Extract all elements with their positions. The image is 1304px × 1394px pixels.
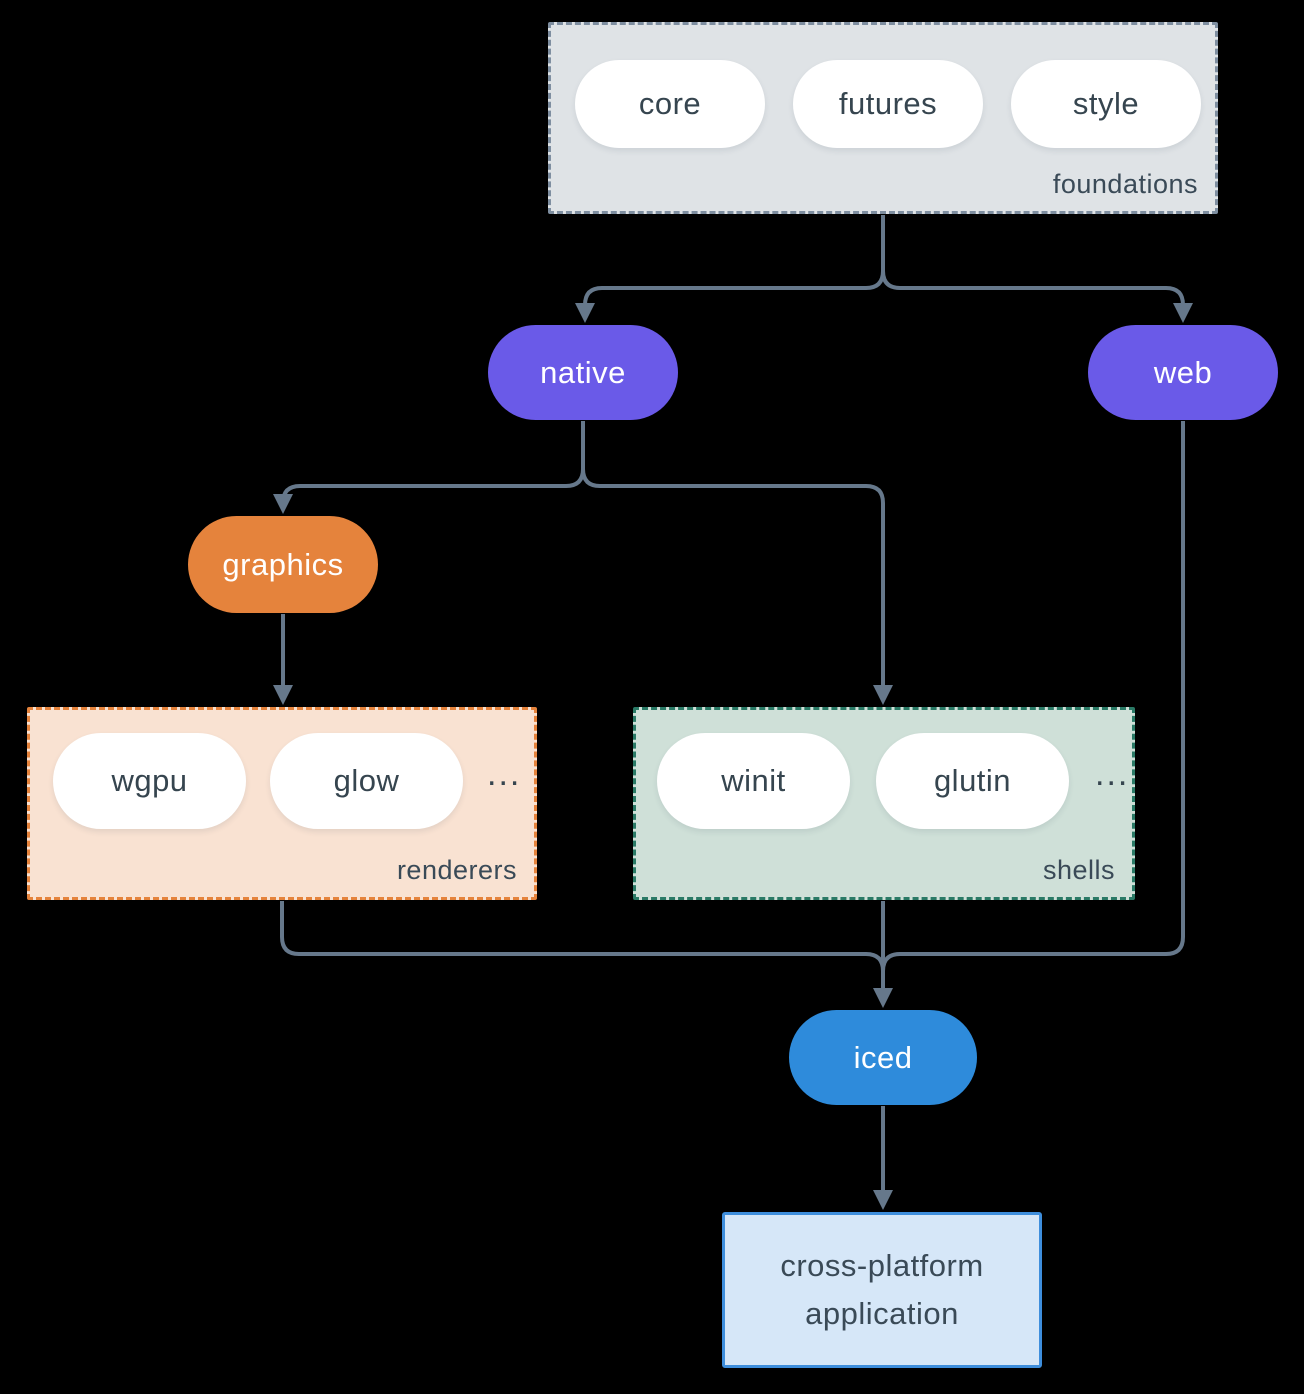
pill-glow: glow <box>270 733 463 829</box>
edge-native-shells <box>581 421 893 705</box>
application-line-1: cross-platform <box>780 1248 984 1283</box>
pill-style: style <box>1011 60 1201 148</box>
foundations-label: foundations <box>1052 169 1198 199</box>
group-shells: winit glutin ... shells <box>633 707 1135 900</box>
edge-foundations-native <box>575 215 885 323</box>
renderers-ellipsis: ... <box>487 754 522 793</box>
pill-core: core <box>575 60 765 148</box>
node-graphics: graphics <box>188 516 378 613</box>
pill-winit: winit <box>657 733 850 829</box>
application-line-2: application <box>805 1296 959 1331</box>
edge-foundations-web <box>881 215 1193 323</box>
edge-native-graphics <box>273 421 585 514</box>
pill-futures: futures <box>793 60 983 148</box>
group-foundations: core futures style foundations <box>548 22 1218 214</box>
foundations-pill-row: core futures style <box>551 25 1215 148</box>
group-renderers: wgpu glow ... renderers <box>27 707 537 900</box>
application-box: cross-platform application <box>722 1212 1042 1368</box>
node-web: web <box>1088 325 1278 420</box>
pill-glutin: glutin <box>876 733 1069 829</box>
renderers-pill-row: wgpu glow ... <box>30 710 534 829</box>
shells-pill-row: winit glutin ... <box>636 710 1132 829</box>
pill-wgpu: wgpu <box>53 733 246 829</box>
shells-label: shells <box>1042 855 1115 885</box>
edge-renderers-iced <box>280 901 885 976</box>
node-iced: iced <box>789 1010 977 1105</box>
node-native: native <box>488 325 678 420</box>
shells-ellipsis: ... <box>1095 754 1130 793</box>
renderers-label: renderers <box>396 855 517 885</box>
